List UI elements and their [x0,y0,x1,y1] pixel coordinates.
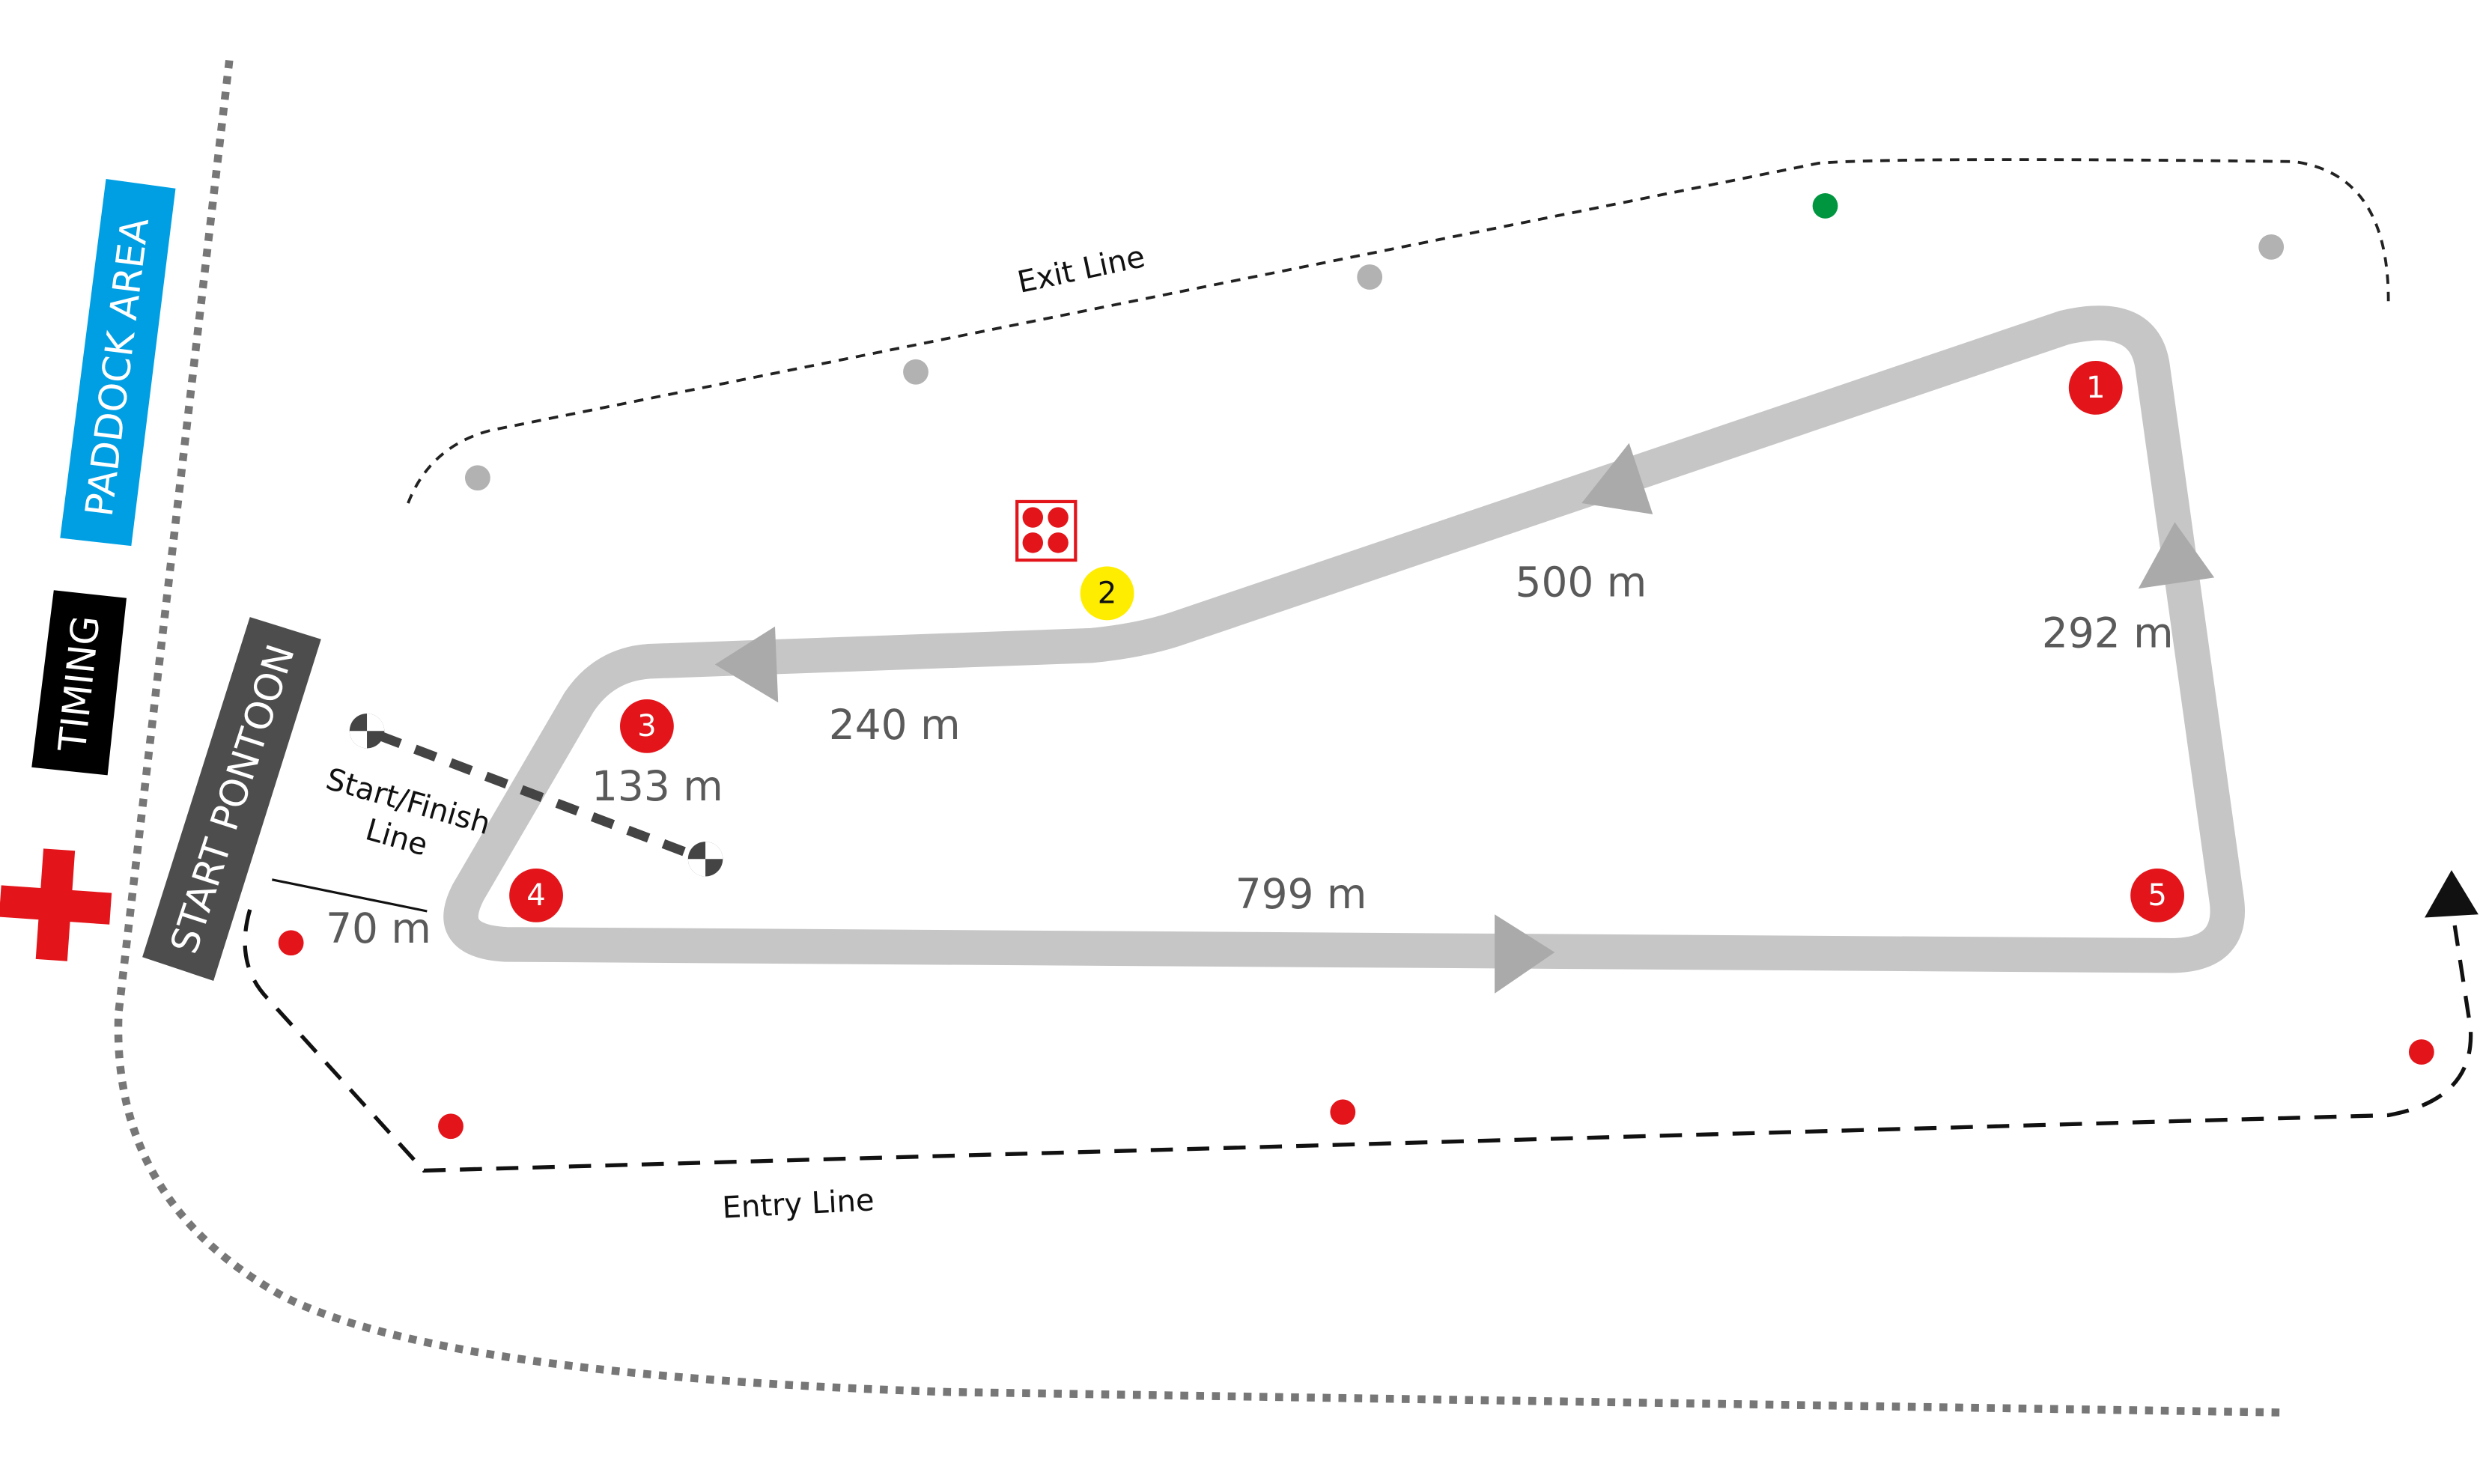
svg-text:5: 5 [2148,878,2167,913]
gray-marker [903,359,929,385]
gray-marker [1357,264,1383,290]
buoy-2: 2 [1080,566,1134,621]
direction-arrow-icon [714,626,779,703]
buoy-4: 4 [509,868,563,922]
direction-arrow-icon [2138,522,2215,589]
gray-marker [2258,234,2285,260]
checkered-marker-icon [687,842,723,877]
distance-label: 292 m [2042,609,2174,657]
entry-arrow-icon [2425,870,2479,918]
direction-arrow-icon [1581,443,1653,514]
start-finish-line [377,731,693,859]
exit-line-label: Exit Line [1015,240,1148,300]
red-marker [438,1113,464,1140]
red-marker [278,930,304,956]
quad-buoy-icon [1015,499,1078,562]
gray-marker [465,465,490,491]
course-track [443,305,2245,973]
entry-line-label: Entry Line [721,1183,875,1226]
buoy-5: 5 [2130,868,2185,922]
distance-label: 240 m [829,701,961,749]
direction-arrow-icon [1495,914,1555,994]
red-marker [1330,1099,1356,1125]
boundary-line [114,60,2286,1417]
entry-line [243,909,2473,1173]
buoy-3: 3 [620,699,674,753]
start-distance-line [271,878,428,913]
green-marker [1812,193,1838,219]
red-marker [2408,1039,2434,1065]
exit-line [407,158,2390,504]
svg-text:2: 2 [1098,576,1117,610]
first-aid-cross-icon [0,848,112,961]
distance-label: 70 m [326,904,431,952]
start-pontoon-sign: START PONTOON [142,617,321,981]
checkered-marker-icon [349,713,385,749]
distance-label: 799 m [1236,870,1367,918]
paddock-area-sign: PADDOCK AREA [60,179,176,547]
buoy-1: 1 [2068,360,2123,415]
svg-text:4: 4 [526,878,546,913]
svg-text:1: 1 [2086,371,2106,405]
svg-text:3: 3 [637,709,657,743]
distance-label: 500 m [1516,559,1647,606]
distance-label: 133 m [592,762,723,810]
timing-sign: TIMING [31,590,127,776]
